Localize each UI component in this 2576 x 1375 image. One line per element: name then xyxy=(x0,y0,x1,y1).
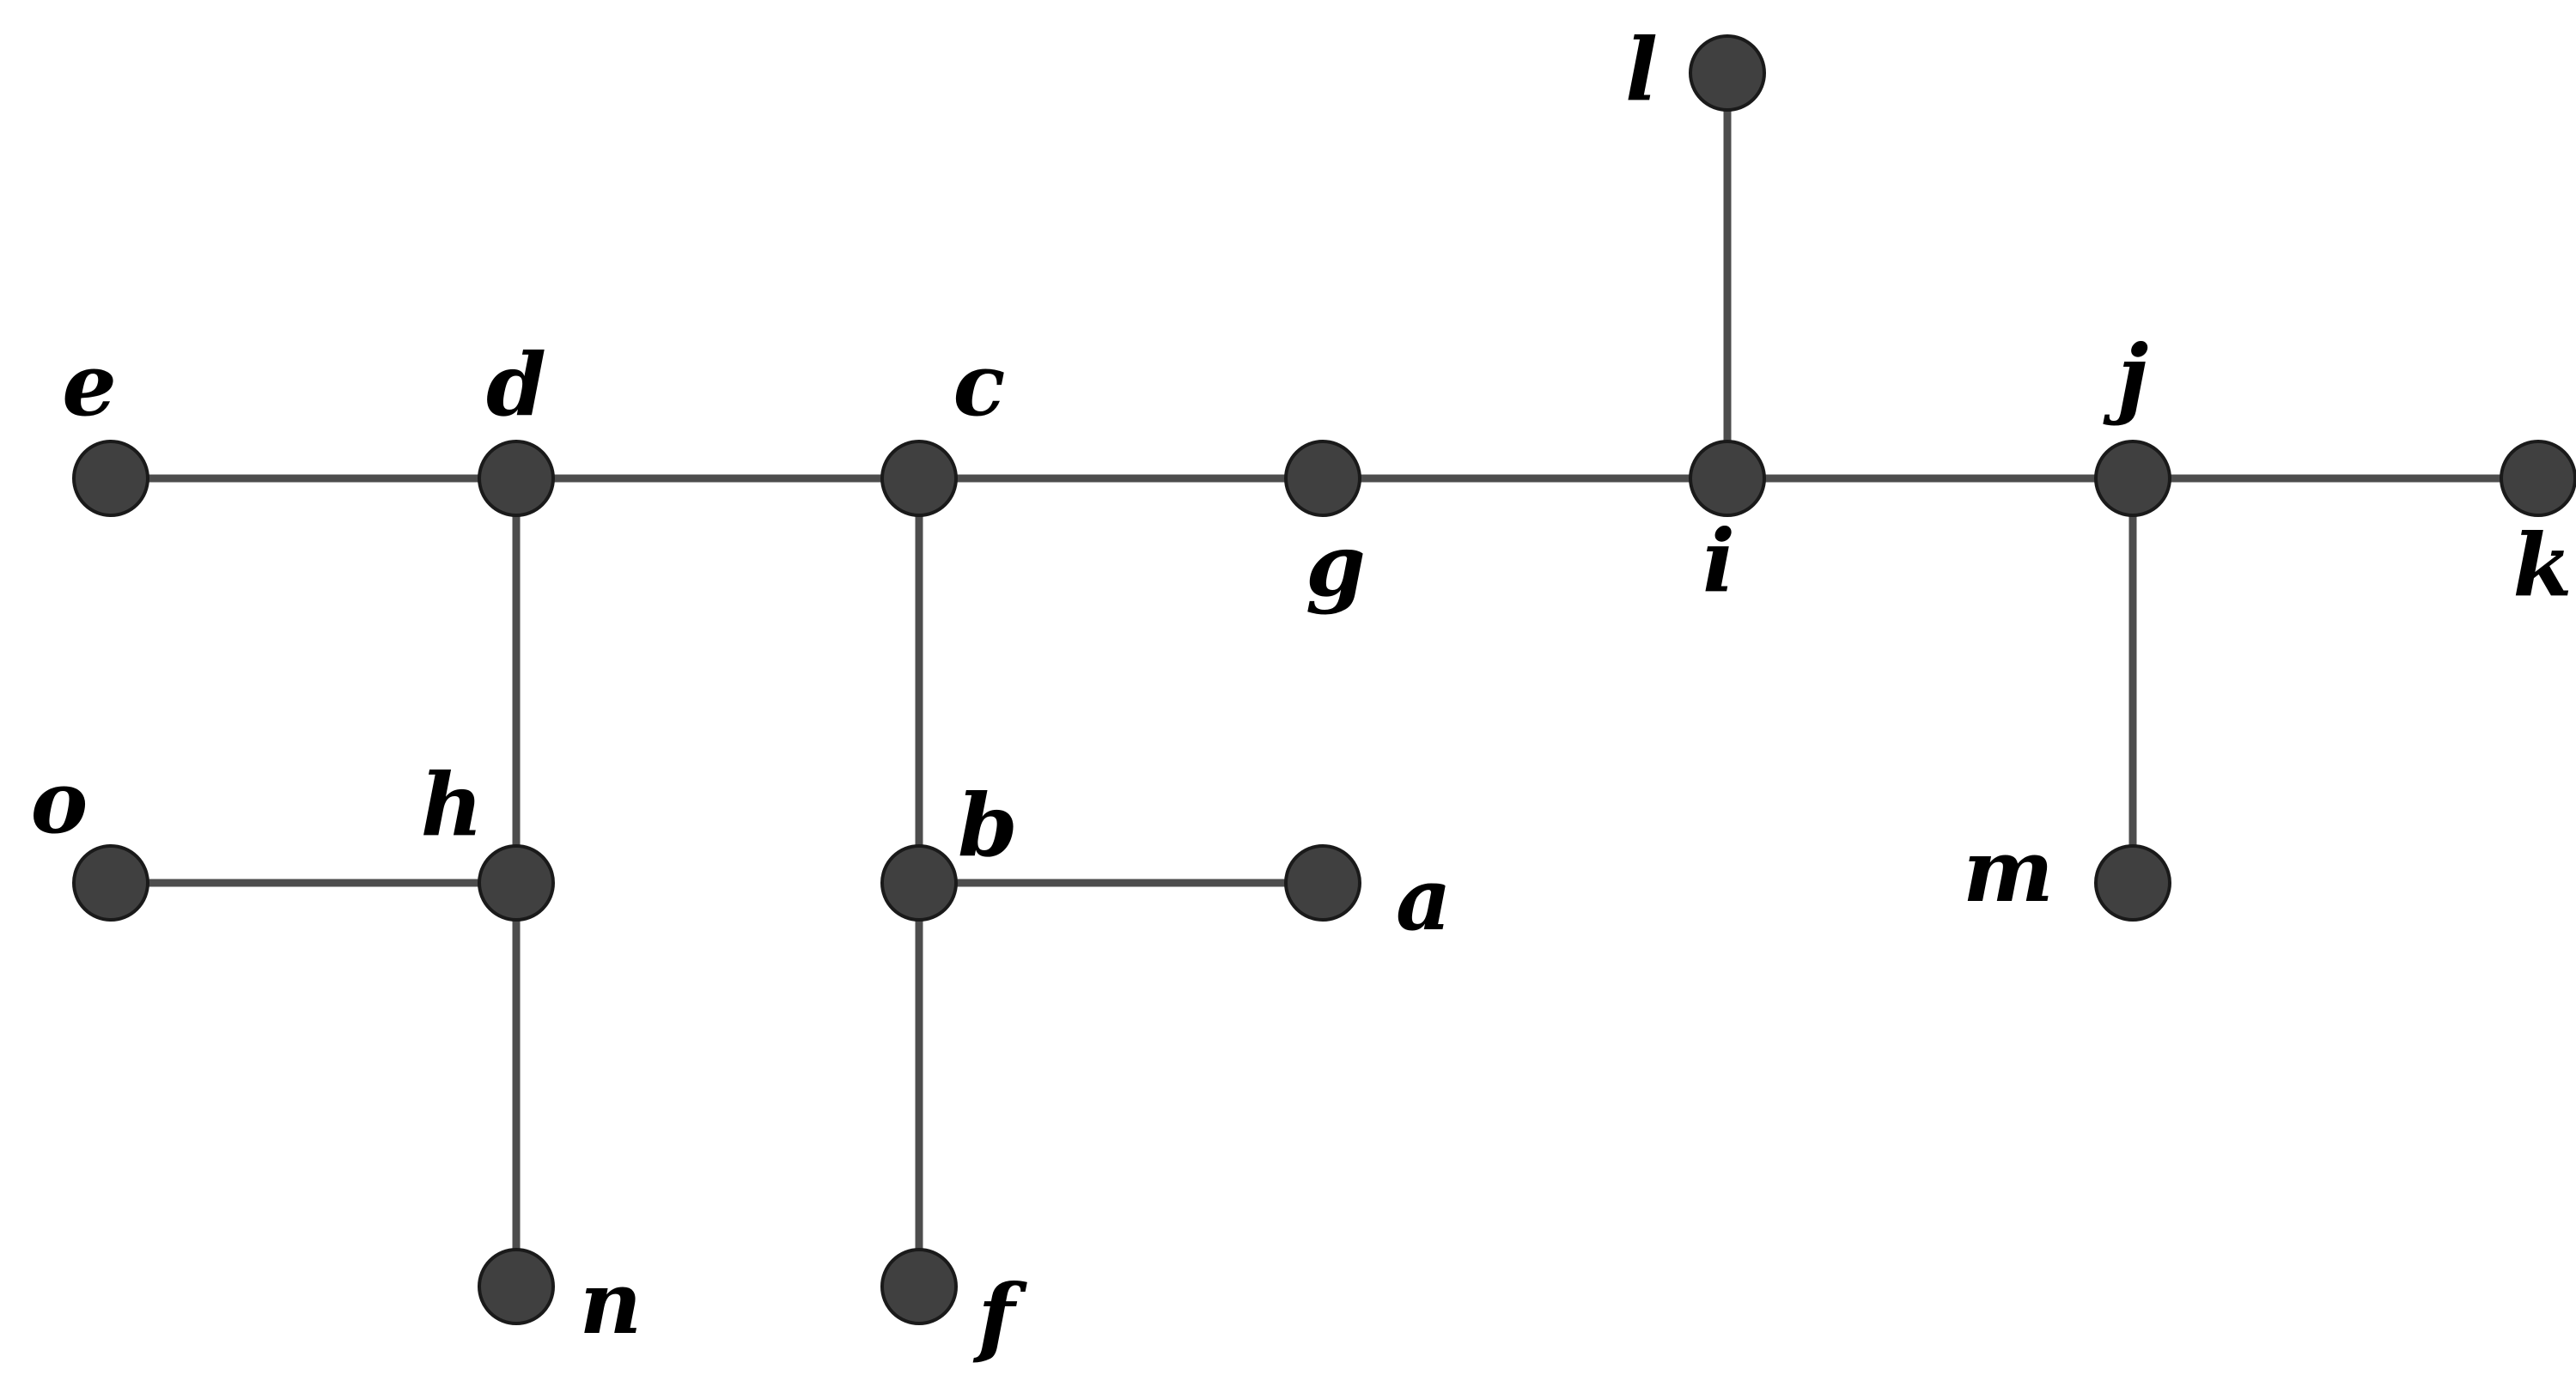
node-label-d: d xyxy=(486,334,546,435)
node-label-h: h xyxy=(421,754,484,855)
node-m xyxy=(2094,844,2171,922)
node-g xyxy=(1284,440,1361,517)
node-label-o: o xyxy=(31,751,88,853)
node-label-c: c xyxy=(953,334,1006,435)
node-label-j: j xyxy=(2103,325,2148,427)
node-e xyxy=(72,440,149,517)
node-label-e: e xyxy=(62,334,117,435)
node-h xyxy=(478,844,555,922)
node-d xyxy=(478,440,555,517)
nodes-layer xyxy=(72,34,2576,1325)
node-k xyxy=(2500,440,2576,517)
node-label-f: f xyxy=(972,1265,1027,1366)
node-label-m: m xyxy=(1963,820,2054,922)
node-label-g: g xyxy=(1306,514,1366,616)
node-i xyxy=(1689,440,1766,517)
node-j xyxy=(2094,440,2171,517)
node-label-l: l xyxy=(1625,19,1658,120)
node-label-b: b xyxy=(958,775,1018,876)
node-label-n: n xyxy=(580,1252,642,1354)
node-n xyxy=(478,1248,555,1325)
node-c xyxy=(880,440,958,517)
node-label-a: a xyxy=(1396,849,1452,950)
edges-layer xyxy=(111,73,2538,1287)
node-label-i: i xyxy=(1702,510,1735,611)
node-l xyxy=(1689,34,1766,112)
node-f xyxy=(880,1248,958,1325)
labels-layer: a b c d e f g h i j k l m n o xyxy=(31,19,2573,1366)
node-label-k: k xyxy=(2512,514,2572,616)
node-a xyxy=(1284,844,1361,922)
node-o xyxy=(72,844,149,922)
node-b xyxy=(880,844,958,922)
